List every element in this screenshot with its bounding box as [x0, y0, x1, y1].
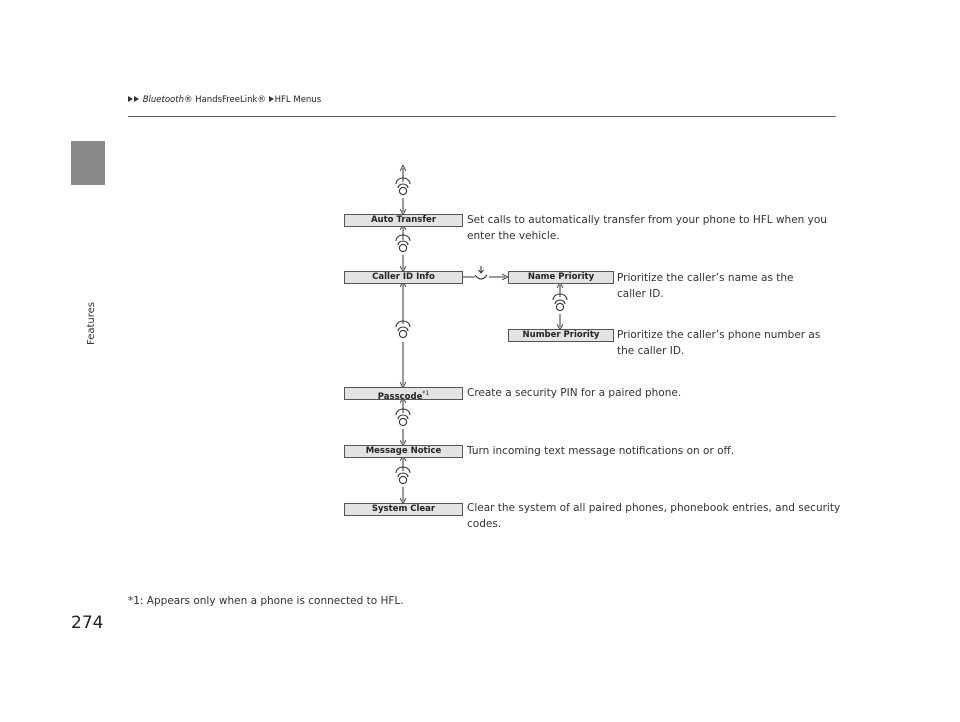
description-line: Prioritize the caller’s name as the [617, 272, 794, 284]
breadcrumb: Bluetooth® HandsFreeLink® HFL Menus [128, 95, 321, 105]
description-line: Set calls to automatically transfer from… [467, 214, 827, 226]
description-line: Clear the system of all paired phones, p… [467, 502, 841, 514]
description-number-priority: Prioritize the caller’s phone number as … [617, 327, 820, 359]
description-line: Turn incoming text message notifications… [467, 445, 735, 457]
menu-item-caller-id-info: Caller ID Info [344, 271, 463, 284]
breadcrumb-part: ® HandsFreeLink® [183, 95, 266, 105]
description-passcode: Create a security PIN for a paired phone… [467, 385, 681, 401]
section-tab [71, 141, 105, 185]
interface-dial-push-icon [474, 266, 488, 280]
menu-item-auto-transfer: Auto Transfer [344, 214, 463, 227]
description-name-priority: Prioritize the caller’s name as the call… [617, 270, 794, 302]
breadcrumb-arrow-icon [134, 96, 139, 102]
breadcrumb-part: Bluetooth [142, 95, 184, 105]
submenu-item-label: Name Priority [527, 272, 595, 282]
footnote: *1: Appears only when a phone is connect… [128, 595, 404, 607]
submenu-item-label: Number Priority [522, 330, 600, 340]
description-message-notice: Turn incoming text message notifications… [467, 443, 734, 459]
menu-item-label: Caller ID Info [372, 272, 435, 282]
description-line: the caller ID. [617, 345, 685, 357]
menu-item-label: System Clear [371, 504, 436, 514]
header-rule [128, 116, 836, 117]
description-auto-transfer: Set calls to automatically transfer from… [467, 212, 827, 244]
description-line: caller ID. [617, 288, 664, 300]
menu-item-label: Message Notice [365, 446, 442, 456]
menu-item-passcode: Passcode*1 [344, 387, 463, 402]
description-line: Create a security PIN for a paired phone… [467, 387, 682, 399]
menu-item-system-clear: System Clear [344, 503, 463, 516]
description-line: codes. [467, 518, 502, 530]
description-line: enter the vehicle. [467, 230, 560, 242]
submenu-item-name-priority: Name Priority [508, 271, 614, 284]
menu-item-label: Passcode [377, 391, 423, 402]
description-system-clear: Clear the system of all paired phones, p… [467, 500, 840, 532]
submenu-item-number-priority: Number Priority [508, 329, 614, 342]
menu-item-label: Auto Transfer [370, 215, 437, 225]
breadcrumb-part: HFL Menus [274, 95, 322, 105]
footnote-mark: *1 [422, 390, 430, 397]
page-number: 274 [71, 613, 104, 633]
breadcrumb-arrow-icon [268, 96, 274, 102]
breadcrumb-arrow-icon [128, 96, 133, 102]
description-line: Prioritize the caller’s phone number as [617, 329, 821, 341]
menu-item-message-notice: Message Notice [344, 445, 463, 458]
